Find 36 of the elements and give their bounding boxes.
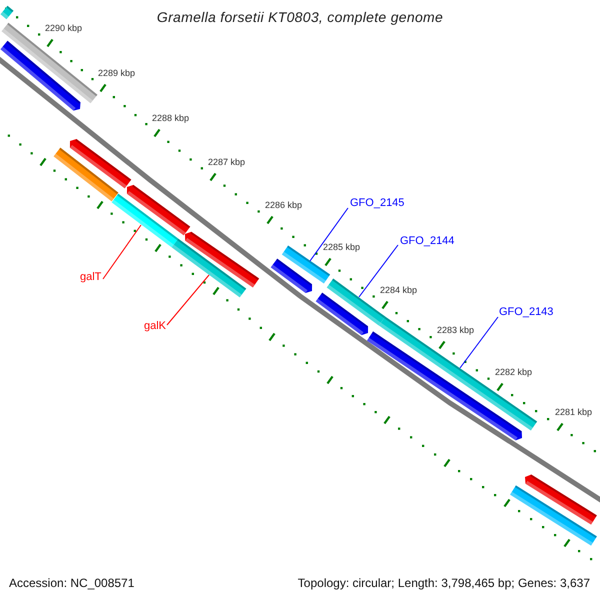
gene-segment: [270, 258, 312, 294]
position-label: 2285 kbp: [323, 242, 360, 252]
leader-line: [166, 274, 210, 326]
position-label: 2282 kbp: [495, 367, 532, 377]
genome-stats: Topology: circular; Length: 3,798,465 bp; Genes: 3,637: [298, 576, 590, 590]
gene-segment: [70, 138, 132, 188]
position-label: 2281 kbp: [555, 407, 592, 417]
position-label: 2287 kbp: [208, 157, 246, 167]
gene-segment: [185, 232, 260, 288]
gene-segment: [2, 22, 98, 104]
gene-segment: [126, 184, 190, 236]
gene-label: GFO_2145: [350, 197, 404, 209]
gene-segment: [510, 485, 597, 546]
gene-segment: [378, 316, 538, 431]
position-label: 2290 kbp: [45, 23, 82, 33]
gene-segment: [316, 292, 368, 336]
accession-text: Accession: NC_008571: [9, 576, 134, 590]
gene-segment: [525, 474, 597, 525]
position-label: 2286 kbp: [265, 200, 302, 210]
position-label: 2289 kbp: [98, 68, 136, 78]
gene-segment: [172, 238, 246, 298]
position-label: 2288 kbp: [152, 113, 190, 123]
title: Gramella forsetii KT0803, complete genome: [156, 9, 444, 25]
gene-segment: [54, 148, 118, 202]
gene-segment: [112, 194, 178, 248]
position-label: 2283 kbp: [437, 325, 474, 335]
leader-line: [460, 316, 498, 368]
leader-line: [102, 224, 142, 280]
gene-label: galK: [144, 320, 166, 332]
gene-segment: [0, 40, 80, 111]
leader-line: [310, 208, 348, 262]
gene-label: GFO_2143: [499, 306, 554, 318]
gene-segment: [0, 6, 14, 20]
position-label: 2284 kbp: [380, 285, 418, 295]
gene-label: GFO_2144: [400, 235, 454, 247]
gene-label: galT: [80, 271, 102, 283]
